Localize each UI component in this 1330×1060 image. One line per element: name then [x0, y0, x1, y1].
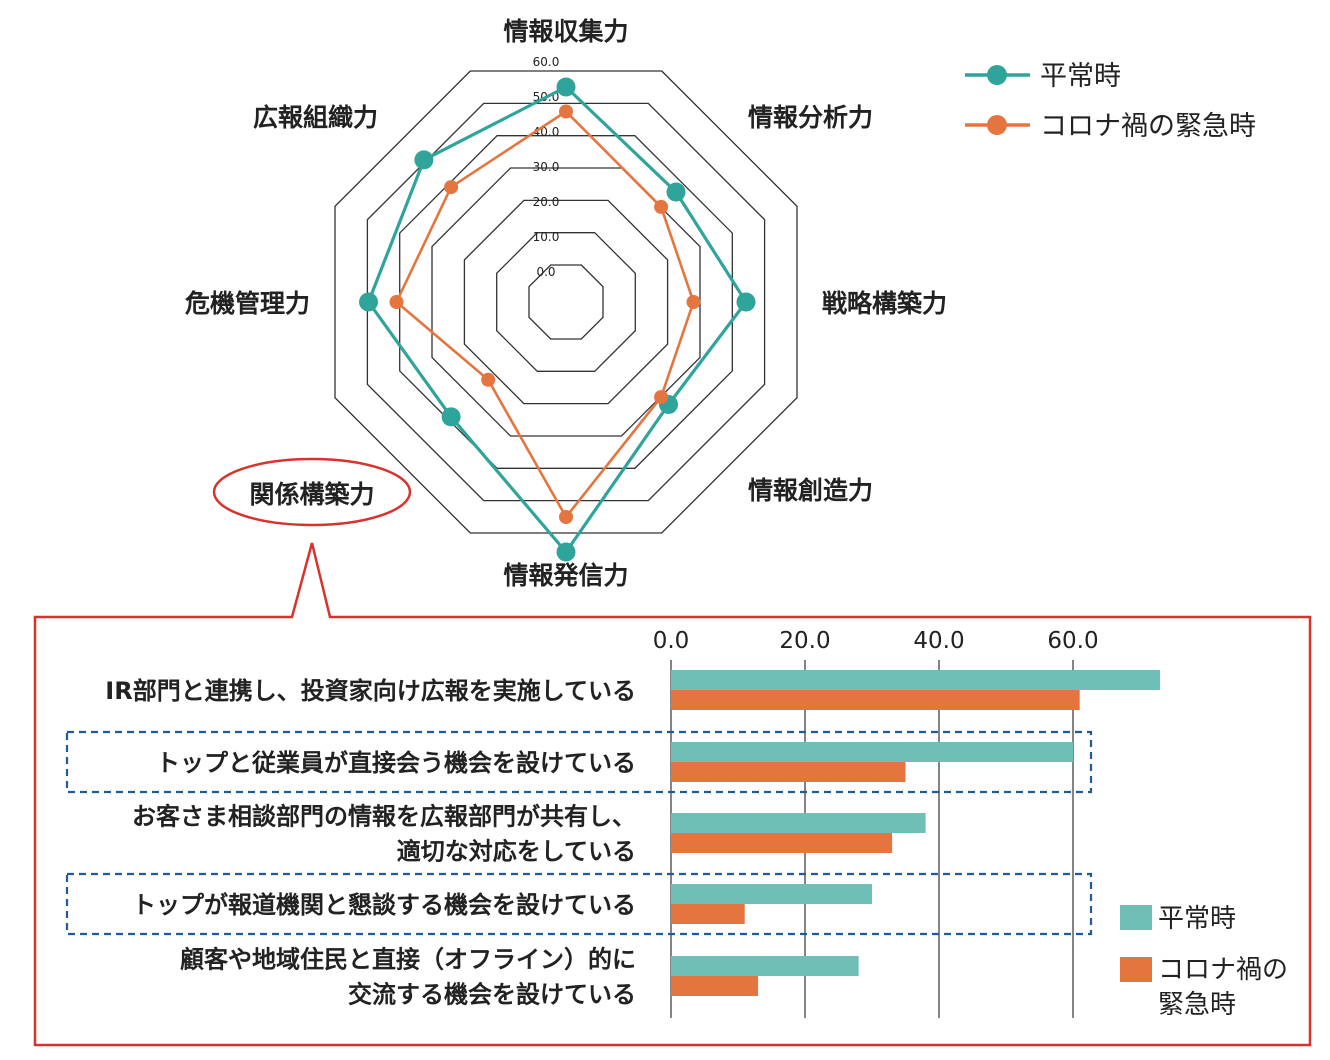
- radar-axis-label: 情報発信力: [503, 561, 628, 590]
- bar-chart: 0.0 20.0 40.0 60.0 IR部門と連携し、投資家向け広報を実施しているト…: [65, 628, 1161, 1018]
- radar-point: [441, 407, 461, 427]
- row-highlight-box: [65, 730, 1093, 794]
- grid-ring: [528, 264, 604, 340]
- radar-point: [556, 77, 576, 97]
- bar-tick-labels: 0.0 20.0 40.0 60.0: [653, 628, 1099, 654]
- radar-tick-label: 60.0: [533, 55, 560, 69]
- radar-point: [686, 295, 701, 309]
- radar-tick-labels: 0.010.020.030.040.050.060.0: [533, 55, 560, 279]
- radar-point: [666, 182, 686, 202]
- bar-tick-label: 20.0: [779, 628, 830, 654]
- radar-tick-label: 20.0: [533, 195, 560, 209]
- radar-point: [654, 199, 669, 214]
- radar-point: [414, 150, 434, 170]
- bar-category-label: 顧客や地域住民と直接（オフライン）的に: [180, 946, 636, 974]
- radar-axis-label: 情報収集力: [503, 17, 628, 46]
- radar-grid: [334, 70, 798, 534]
- grid-ring: [431, 167, 701, 437]
- radar-tick-label: 30.0: [533, 160, 560, 174]
- bar-covid: [671, 690, 1080, 710]
- bar-tick-label: 60.0: [1047, 628, 1098, 654]
- radar-axis-label: 広報組織力: [253, 103, 378, 132]
- legend-marker: [987, 115, 1007, 135]
- row-highlights: [65, 730, 1093, 936]
- bar-covid: [671, 904, 745, 924]
- radar-axis-label: 関係構築力: [249, 480, 374, 509]
- bar-normal: [671, 956, 859, 976]
- callout-frame: [33, 542, 1312, 1047]
- radar-point: [556, 542, 576, 562]
- legend-label: コロナ禍の緊急時: [1040, 111, 1256, 142]
- grid-ring: [496, 232, 636, 372]
- bar-normal: [671, 884, 872, 904]
- row-highlight-box: [65, 872, 1093, 936]
- bar-series: [671, 670, 1161, 996]
- radar-point: [559, 510, 573, 524]
- bar-covid: [671, 976, 759, 996]
- bar-category-label: トップと従業員が直接会う機会を設けている: [156, 749, 636, 777]
- bar-tick-label: 40.0: [913, 628, 964, 654]
- bar-category-label: お客さま相談部門の情報を広報部門が共有し、: [132, 803, 636, 831]
- bar-covid: [671, 833, 893, 853]
- radar-chart: 0.010.020.030.040.050.060.0 情報収集力情報分析力戦略…: [185, 17, 947, 590]
- radar-point: [654, 390, 669, 405]
- legend-label: 平常時: [1040, 61, 1121, 92]
- legend-swatch-covid: [1120, 957, 1152, 982]
- grid-ring: [366, 102, 766, 502]
- radar-point: [736, 292, 756, 312]
- radar-point: [444, 180, 459, 195]
- legend-label: 緊急時: [1158, 990, 1236, 1020]
- radar-point: [559, 104, 573, 119]
- grid-ring: [334, 70, 798, 534]
- radar-axis-label: 戦略構築力: [822, 289, 947, 318]
- radar-tick-label: 10.0: [533, 230, 560, 244]
- radar-tick-label: 0.0: [536, 265, 555, 279]
- radar-point: [389, 295, 404, 309]
- radar-series: [359, 77, 756, 562]
- bar-normal: [671, 813, 926, 833]
- grid-ring: [463, 199, 669, 405]
- radar-axis-label: 情報分析力: [748, 103, 873, 132]
- bar-normal: [671, 742, 1073, 762]
- radar-series-covid: [389, 104, 701, 524]
- legend-label: コロナ禍の: [1158, 955, 1288, 985]
- radar-axis-label: 情報創造力: [748, 476, 873, 505]
- bar-category-label: トップが報道機関と懇談する機会を設けている: [132, 891, 636, 919]
- bar-category-label: 適切な対応をしている: [397, 838, 636, 866]
- bar-category-label: 交流する機会を設けている: [348, 981, 636, 1009]
- legend-swatch-normal: [1120, 905, 1152, 930]
- highlight-ellipse: [212, 457, 412, 527]
- radar-point: [481, 372, 496, 387]
- bar-normal: [671, 670, 1161, 690]
- legend-label: 平常時: [1158, 904, 1236, 934]
- legend-marker: [987, 65, 1007, 85]
- radar-axis-label: 危機管理力: [185, 289, 310, 318]
- bar-tick-label: 0.0: [653, 628, 690, 654]
- bar-covid: [671, 762, 906, 782]
- radar-point: [359, 292, 378, 312]
- bar-category-label: IR部門と連携し、投資家向け広報を実施している: [105, 677, 636, 705]
- bar-category-labels: IR部門と連携し、投資家向け広報を実施しているトップと従業員が直接会う機会を設け…: [105, 677, 636, 1009]
